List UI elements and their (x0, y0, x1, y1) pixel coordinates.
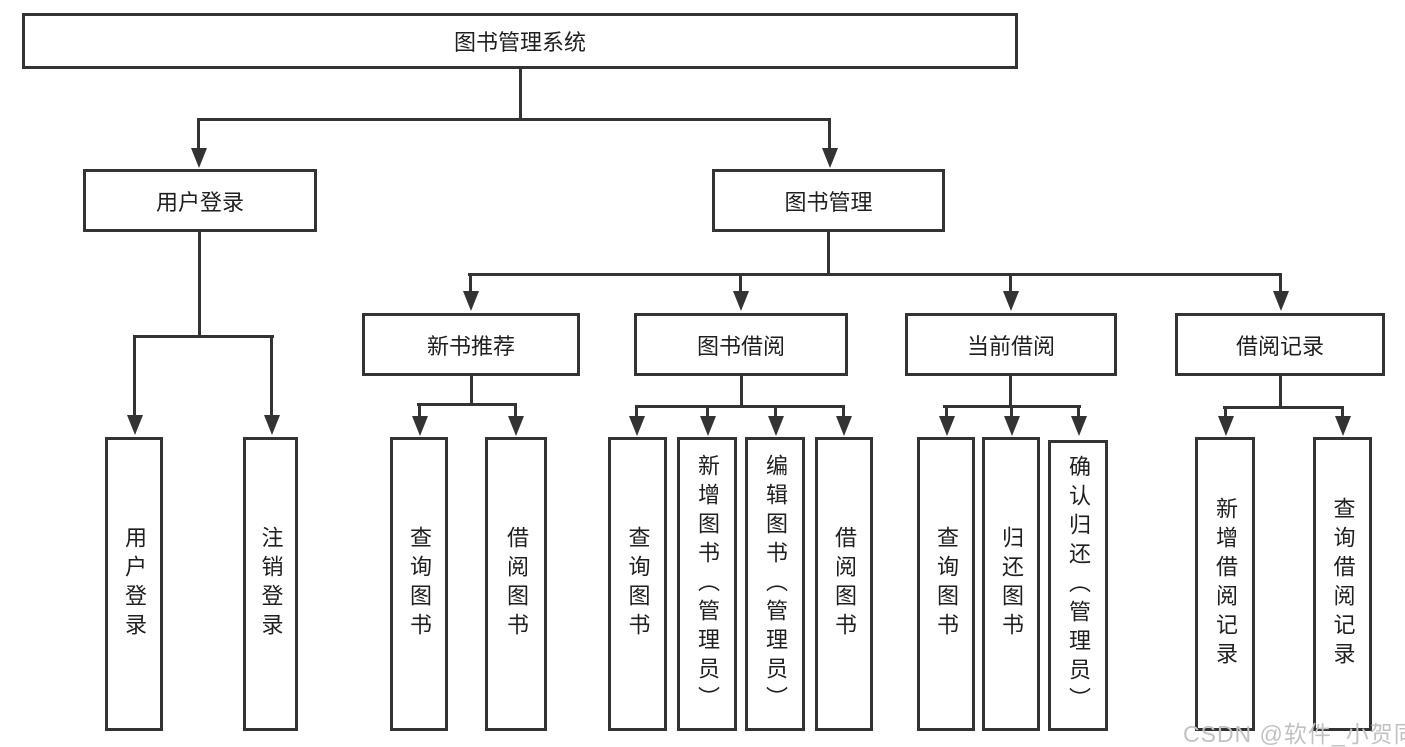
connector-new-book-stem (470, 375, 473, 404)
leaf-return-books-label: 归还图书 (999, 526, 1024, 642)
leaf-query-books-3: 查询图书 (917, 437, 975, 731)
arrow-to-confirm-return (1077, 405, 1080, 416)
node-borrow-records-label: 借阅记录 (1235, 333, 1324, 359)
arrow-to-query-books-2 (635, 405, 638, 416)
arrow-to-borrow-books-2 (842, 405, 845, 416)
connector-new-book-rail (417, 403, 516, 406)
arrow-to-book-management (828, 118, 831, 148)
leaf-user-login: 用户登录 (105, 437, 163, 731)
leaf-user-login-label: 用户登录 (122, 526, 147, 642)
arrow-to-new-book-recommend (469, 273, 472, 291)
arrow-to-add-borrow-record (1224, 406, 1227, 416)
leaf-confirm-return-admin: 确认归还（管理员） (1048, 440, 1108, 731)
leaf-borrow-books-2: 借阅图书 (815, 437, 873, 731)
leaf-query-books-1-label: 查询图书 (407, 526, 432, 642)
leaf-query-books-3-label: 查询图书 (934, 526, 959, 642)
csdn-watermark: CSDN @软件_小贺同学 (1183, 721, 1405, 747)
leaf-return-books: 归还图书 (982, 437, 1040, 731)
leaf-query-borrow-record-label: 查询借阅记录 (1330, 497, 1356, 671)
arrow-to-book-borrow (739, 273, 742, 291)
node-current-borrow: 当前借阅 (905, 313, 1117, 376)
node-book-management: 图书管理 (712, 169, 945, 232)
leaf-query-borrow-record: 查询借阅记录 (1313, 437, 1372, 731)
node-library-system-label: 图书管理系统 (453, 30, 586, 55)
connector-book-borrow-stem (740, 375, 743, 406)
arrow-to-borrow-books-1 (514, 403, 517, 416)
arrow-to-return-books (1010, 405, 1013, 416)
node-book-borrow-label: 图书借阅 (696, 333, 785, 359)
connector-borrow-records-stem (1279, 375, 1282, 407)
node-new-book-recommend-label: 新书推荐 (426, 333, 515, 359)
arrow-to-query-borrow-record (1341, 406, 1344, 416)
node-new-book-recommend: 新书推荐 (362, 313, 580, 376)
arrow-to-add-books (706, 405, 709, 416)
leaf-logout: 注销登录 (243, 437, 298, 731)
arrow-to-login (133, 335, 136, 415)
leaf-add-books-admin: 新增图书（管理员） (677, 437, 737, 731)
node-user-login-label: 用户登录 (155, 189, 244, 215)
leaf-borrow-books-1-label: 借阅图书 (504, 526, 529, 642)
node-current-borrow-label: 当前借阅 (966, 333, 1055, 359)
leaf-edit-books-admin-label: 编辑图书（管理员） (763, 453, 788, 715)
leaf-query-books-1: 查询图书 (390, 437, 448, 731)
arrow-to-edit-books (774, 405, 777, 416)
arrow-to-logout (270, 335, 273, 415)
leaf-query-books-2-label: 查询图书 (625, 526, 651, 642)
node-book-borrow: 图书借阅 (634, 313, 848, 376)
leaf-add-borrow-record-label: 新增借阅记录 (1213, 497, 1238, 671)
leaf-confirm-return-admin-label: 确认归还（管理员） (1066, 455, 1091, 716)
node-borrow-records: 借阅记录 (1175, 313, 1385, 376)
connector-root-stem (519, 67, 522, 119)
node-book-management-label: 图书管理 (784, 189, 873, 215)
leaf-query-books-2: 查询图书 (608, 437, 667, 731)
arrow-to-query-books-1 (418, 403, 421, 416)
leaf-add-borrow-record: 新增借阅记录 (1195, 437, 1255, 731)
leaf-add-books-admin-label: 新增图书（管理员） (695, 453, 720, 715)
connector-root-rail (197, 118, 831, 121)
leaf-borrow-books-2-label: 借阅图书 (832, 526, 857, 642)
arrow-to-current-borrow (1009, 273, 1012, 291)
leaf-logout-label: 注销登录 (258, 526, 284, 642)
connector-borrow-records-rail (1223, 406, 1344, 409)
arrow-to-query-books-3 (945, 405, 948, 416)
connector-user-login-rail (133, 335, 274, 338)
arrow-to-user-login (197, 118, 200, 148)
connector-book-borrow-rail (635, 405, 844, 408)
arrow-to-borrow-records (1279, 273, 1282, 291)
leaf-edit-books-admin: 编辑图书（管理员） (745, 437, 805, 731)
connector-user-login-stem (198, 232, 201, 336)
connector-book-management-stem (827, 232, 830, 274)
leaf-borrow-books-1: 借阅图书 (485, 437, 547, 731)
connector-book-management-rail (468, 273, 1282, 276)
node-library-system: 图书管理系统 (22, 13, 1018, 69)
node-user-login: 用户登录 (83, 169, 317, 232)
connector-current-borrow-stem (1009, 375, 1012, 406)
